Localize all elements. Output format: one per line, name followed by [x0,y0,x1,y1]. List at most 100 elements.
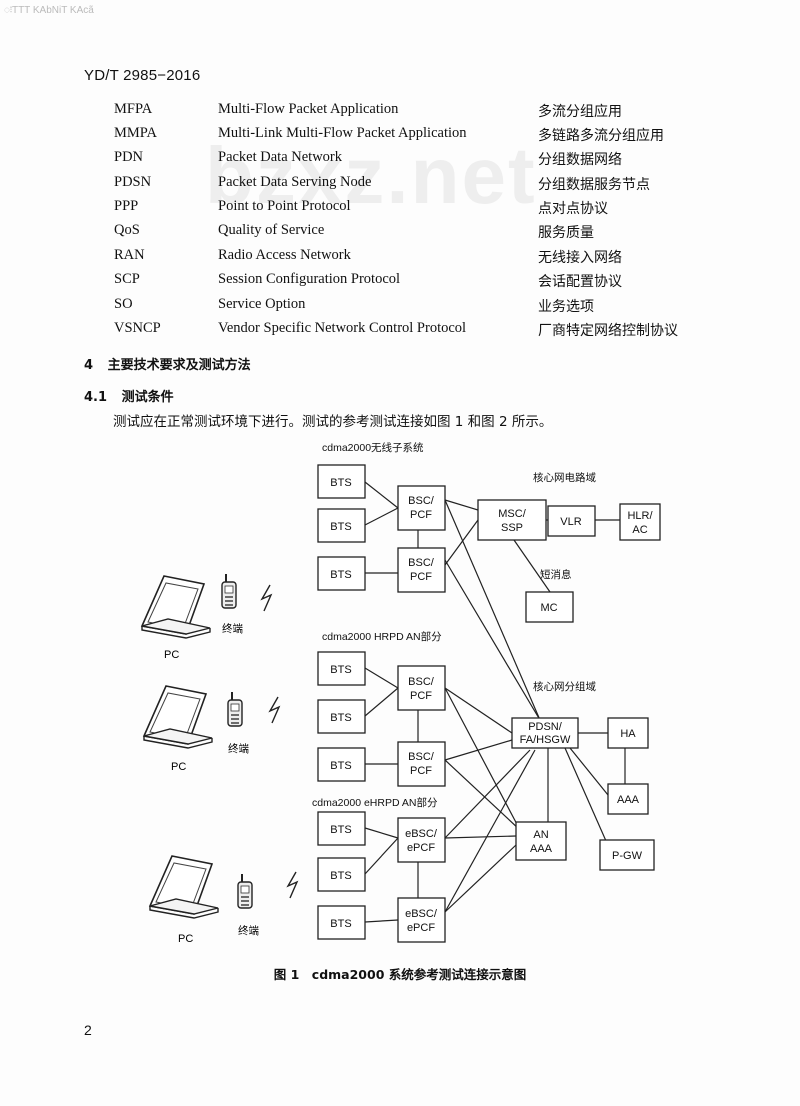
abbr-full: Quality of Service [218,222,325,238]
bts-label: BTS [330,712,351,724]
bsc-label: BSC/ [408,676,435,688]
connection-lines [364,481,626,923]
abbr-full: Radio Access Network [218,247,351,263]
abbr: MFPA [114,101,153,117]
msc-ssp-box [477,499,547,541]
abbr: SCP [114,271,140,287]
abbreviation-row: PDN Packet Data Network 分组数据网络 [0,149,800,171]
section-number: 4 [84,358,94,373]
abbr: RAN [114,247,145,263]
bsc-pcf-box [397,741,446,787]
bts-label: BTS [330,870,351,882]
vlr-box [547,505,596,537]
ssp-label: SSP [501,522,523,534]
bts-box [317,464,366,499]
ebsc-label: eBSC/ [405,828,438,840]
abbr-chinese: 厂商特定网络控制协议 [538,323,678,339]
page-number: 2 [84,1022,92,1038]
bsc-label: BSC/ [408,557,435,569]
section-title: 主要技术要求及测试方法 [107,358,251,373]
an-aaa-box [515,821,567,861]
abbr-full: Multi-Link Multi-Flow Packet Application [218,125,467,141]
section-title: 测试条件 [121,390,174,405]
test-condition-paragraph: 测试应在正常测试环境下进行。测试的参考测试连接如图 1 和图 2 所示。 [113,414,553,430]
pgw-box [599,839,655,871]
ebsc-epcf-box [397,817,446,863]
laptop-icon [141,575,211,639]
region-label-hrpd: cdma2000 HRPD AN部分 [322,630,442,643]
bts-box [317,556,366,591]
terminal-label: 终端 [222,622,243,635]
abbr-chinese: 无线接入网络 [538,250,622,266]
abbr-full: Packet Data Network [218,149,343,165]
abbr-chinese: 分组数据服务节点 [538,177,650,193]
terminal-group-1: 终端 PC [141,573,272,661]
abbr-full: Vendor Specific Network Control Protocol [218,320,467,336]
watermark: bzxz.net [205,131,537,220]
abbr-full: Service Option [218,296,306,312]
mc-label: MC [540,602,557,614]
figure-caption: 图 1 cdma2000 系统参考测试连接示意图 [273,967,527,982]
bts-box [317,699,366,734]
fa-hsgw-label: FA/HSGW [520,734,571,746]
pcf-label: PCF [410,765,432,777]
phone-icon [237,873,253,909]
an-label: AN [533,829,548,841]
abbr: PDN [114,149,144,165]
bts-label: BTS [330,760,351,772]
abbr-chinese: 点对点协议 [538,201,608,217]
abbr-chinese: 会话配置协议 [538,274,622,290]
ha-box [607,717,649,749]
terminal-label: 终端 [228,742,249,755]
ebsc-epcf-box [397,897,446,943]
terminal-group-3: 终端 PC [149,855,298,945]
abbreviation-row: PDSN Packet Data Serving Node 分组数据服务节点 [0,174,800,196]
terminal-group-2: 终端 PC [143,685,280,773]
bsc-label: BSC/ [408,495,435,507]
pc-label: PC [171,761,186,773]
abbr: PDSN [114,174,152,190]
vlr-label: VLR [560,516,581,528]
region-label-core-cs: 核心网电路域 [533,471,596,484]
abbreviation-row: MMPA Multi-Link Multi-Flow Packet Applica… [0,125,800,147]
phone-icon [221,573,237,609]
bts-label: BTS [330,918,351,930]
laptop-icon [143,685,213,749]
aaa-label: AAA [617,794,640,806]
abbreviation-row: RAN Radio Access Network 无线接入网络 [0,247,800,269]
bts-box [317,905,366,940]
region-label-cdma-1x: cdma2000无线子系统 [322,441,424,454]
msc-label: MSC/ [498,508,526,520]
abbr-chinese: 业务选项 [538,299,594,315]
ebsc-label: eBSC/ [405,908,438,920]
epcf-label: ePCF [407,842,435,854]
an-aaa-label: AAA [530,843,553,855]
bts-label: BTS [330,477,351,489]
mc-box [525,591,574,623]
bsc-pcf-box [397,485,446,531]
bsc-pcf-box [397,665,446,711]
laptop-icon [149,855,219,919]
bts-label: BTS [330,521,351,533]
pcf-label: PCF [410,571,432,583]
abbr-chinese: 分组数据网络 [538,152,622,168]
abbr: MMPA [114,125,157,141]
terminal-label: 终端 [238,924,259,937]
abbr-chinese: 多流分组应用 [538,104,622,120]
section-number: 4.1 [84,390,108,405]
bts-box [317,651,366,686]
abbr-full: Multi-Flow Packet Application [218,101,399,117]
pdsn-label: PDSN/ [528,721,563,733]
abbr-full: Point to Point Protocol [218,198,351,214]
region-label-core-ps: 核心网分组域 [533,680,596,693]
pcf-label: PCF [410,509,432,521]
bts-label: BTS [330,824,351,836]
abbr-full: Packet Data Serving Node [218,174,372,190]
region-label-ehrpd: cdma2000 eHRPD AN部分 [312,796,438,809]
ha-label: HA [620,728,636,740]
pgw-label: P-GW [612,850,643,862]
